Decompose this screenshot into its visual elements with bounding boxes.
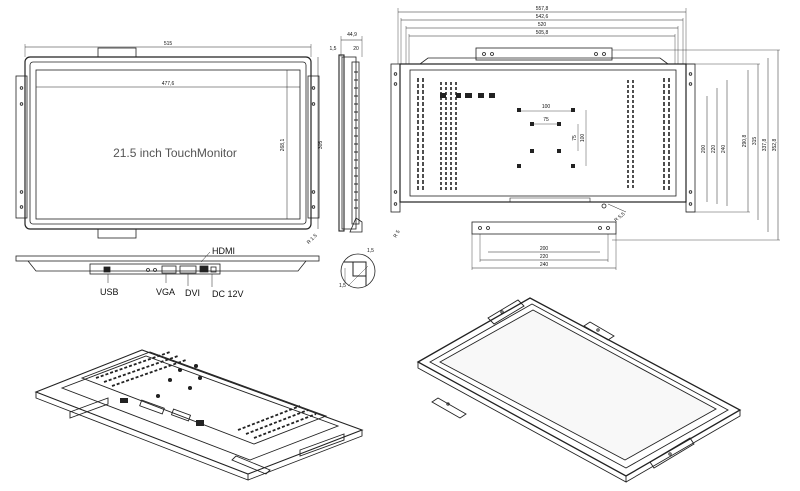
back-right-vents: [627, 78, 670, 190]
bracket-radius-dim: R 5,5: [613, 211, 626, 223]
port-label-hdmi: HDMI: [212, 246, 235, 256]
back-right-dim-4: 290,8: [742, 135, 748, 148]
back-bottom-bracket: [471, 221, 617, 235]
back-right-dim-1: 200: [701, 145, 707, 154]
back-right-dim-5: 315: [752, 137, 758, 146]
bottom-bezel-edge: [15, 255, 320, 262]
port-label-dc: DC 12V: [212, 289, 244, 299]
back-top-bracket: [475, 47, 613, 61]
vesa-h-dim-100: 100: [542, 104, 551, 110]
detail-dim-b: 1,5: [339, 283, 346, 289]
front-right-ear: [307, 75, 320, 219]
back-right-ear: [685, 63, 696, 213]
front-view: [15, 44, 320, 239]
screen-watermark-text: 21.5 inch TouchMonitor: [113, 146, 237, 160]
back-panel: [399, 63, 687, 203]
back-top-dim-2: 542,6: [536, 14, 549, 20]
vesa-mount-holes: [517, 108, 587, 168]
side-body: [341, 56, 357, 230]
port-label-usb: USB: [100, 287, 119, 297]
front-inner-height-dim: 268,1: [280, 139, 286, 152]
back-left-radius-dim: R 5: [393, 229, 402, 239]
back-bottom-dims: 200 220 240: [540, 246, 549, 268]
front-screen: [35, 69, 301, 220]
vesa-v-dim-75: 75: [572, 135, 578, 141]
back-bottom-dim-1: 200: [540, 246, 549, 252]
detail-section: [340, 253, 376, 289]
back-right-dims: 200 220 240 290,8 315 337,8 352,8: [701, 135, 778, 154]
front-left-ear: [15, 75, 28, 219]
side-depth-dim: 44,9: [347, 32, 357, 38]
back-top-dim-4: 505,8: [536, 30, 549, 36]
front-width-dim: 515: [164, 41, 173, 47]
vesa-h-dim-75: 75: [543, 117, 549, 123]
side-inner-depth-dim: 20: [353, 46, 359, 52]
side-bezel-dim: 1,5: [330, 46, 337, 52]
front-height-dim: 305: [318, 141, 324, 150]
port-label-vga: VGA: [156, 287, 175, 297]
side-view: [338, 36, 363, 233]
detail-dim-a: 1,5: [367, 248, 374, 254]
port-panel: [89, 263, 221, 275]
back-right-dim-7: 352,8: [772, 139, 778, 152]
front-bezel: [24, 56, 312, 230]
back-top-dim-1: 557,8: [536, 6, 549, 12]
back-right-dim-2: 220: [711, 145, 717, 154]
bottom-view: [15, 251, 320, 287]
front-bottom-tab: [97, 228, 137, 239]
front-bezel-inner: [29, 61, 307, 225]
front-corner-dim: R 1.5: [306, 233, 319, 246]
back-left-vents: [417, 78, 457, 190]
side-back: [351, 61, 360, 225]
back-view: [390, 8, 780, 270]
front-top-tab: [97, 47, 137, 58]
front-inner-width-dim: 477,6: [162, 81, 175, 87]
back-right-dim-6: 337,8: [762, 139, 768, 152]
back-port-blocks: [440, 93, 495, 98]
port-label-dvi: DVI: [185, 288, 200, 298]
vesa-v-dim-100: 100: [580, 134, 586, 143]
back-top-dim-3: 520: [538, 22, 547, 28]
back-right-dim-3: 240: [721, 145, 727, 154]
back-bottom-dim-2: 220: [540, 254, 549, 260]
back-left-ear: [390, 63, 401, 213]
isometric-back-view: [34, 349, 364, 481]
back-bottom-dim-3: 240: [540, 262, 549, 268]
back-top-dims: 557,8 542,6 520 505,8: [536, 6, 549, 36]
isometric-front-view: [416, 297, 742, 483]
